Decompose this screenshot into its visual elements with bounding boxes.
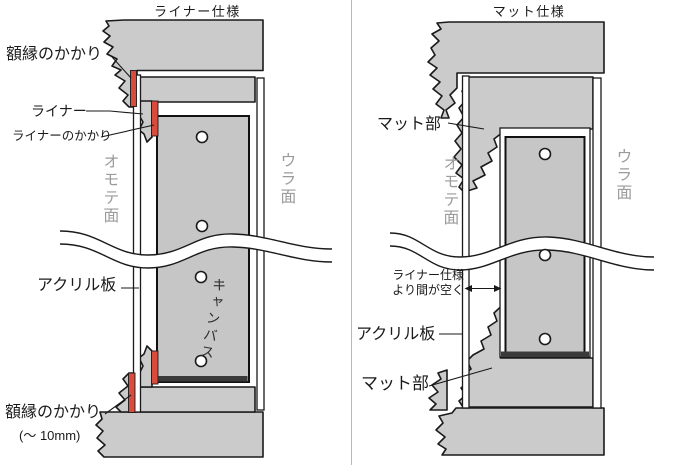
leader-frame-lip-top: [111, 56, 132, 79]
label-mat-bottom: マット部: [361, 374, 429, 393]
leader-mat-top: [447, 122, 485, 130]
canvas-bottom-bar: [158, 376, 248, 382]
frame-molding-bottom-lip: [428, 369, 448, 411]
mat-spec-drawing: [389, 21, 655, 456]
canvas-bottom-bar: [501, 351, 589, 357]
panel-divider: [351, 0, 352, 465]
frame-molding-bottom: [435, 407, 605, 456]
canvas-hole: [538, 332, 552, 346]
liner-lip-highlight-bottom: [151, 350, 159, 385]
break-band-left: [59, 230, 333, 269]
label-front-side: オモテ面: [100, 153, 118, 225]
canvas-hole: [194, 354, 208, 368]
frame-molding-bottom: [95, 411, 264, 458]
label-frame-lip-bottom: 額縁のかかり: [5, 404, 102, 421]
canvas-hole: [194, 270, 208, 284]
leader-liner-lip: [100, 124, 155, 138]
liner-bottom-block: [139, 386, 256, 413]
label-gap-note: ライナー仕様 より間が空く: [368, 268, 464, 298]
gap-note-line2: より間が空く: [392, 283, 464, 297]
leader-mat-bottom: [428, 367, 493, 387]
liner-top-block: [139, 76, 256, 103]
frame-lip-highlight-bottom: [128, 372, 136, 413]
canvas-hole: [195, 130, 209, 144]
label-back-side: ウラ面: [277, 152, 295, 206]
break-band-right: [389, 232, 655, 271]
frame-molding-top: [427, 21, 605, 119]
frame-lip-highlight-top: [130, 70, 137, 107]
label-acrylic: アクリル板: [356, 326, 436, 343]
canvas-hole: [538, 147, 552, 161]
label-acrylic: アクリル板: [37, 277, 117, 294]
mat-spec-title: マット仕様: [492, 4, 566, 19]
gap-arrow: [464, 285, 502, 292]
liner-lip-highlight-top: [151, 100, 159, 137]
label-frame-lip-note: (〜 10mm): [19, 428, 81, 443]
liner-spec-drawing: [59, 19, 333, 458]
label-back-side: ウラ面: [613, 148, 631, 202]
liner-spec-title: ライナー仕様: [154, 4, 241, 19]
acrylic-sheet: [132, 74, 142, 413]
label-liner: ライナー: [31, 103, 87, 119]
canvas-hole: [538, 248, 552, 262]
gap-note-line1: ライナー仕様: [392, 268, 464, 282]
back-edge-strip: [592, 77, 602, 409]
label-liner-lip: ライナーのかかり: [12, 129, 112, 143]
leader-frame-lip-bottom: [104, 394, 132, 415]
acrylic-sheet: [461, 75, 470, 409]
canvas-hole: [195, 219, 209, 233]
label-front-side: オモテ面: [440, 155, 458, 227]
leader-liner: [86, 110, 144, 115]
label-mat-top: マット部: [377, 116, 442, 133]
label-frame-lip-top: 額縁のかかり: [6, 46, 103, 63]
